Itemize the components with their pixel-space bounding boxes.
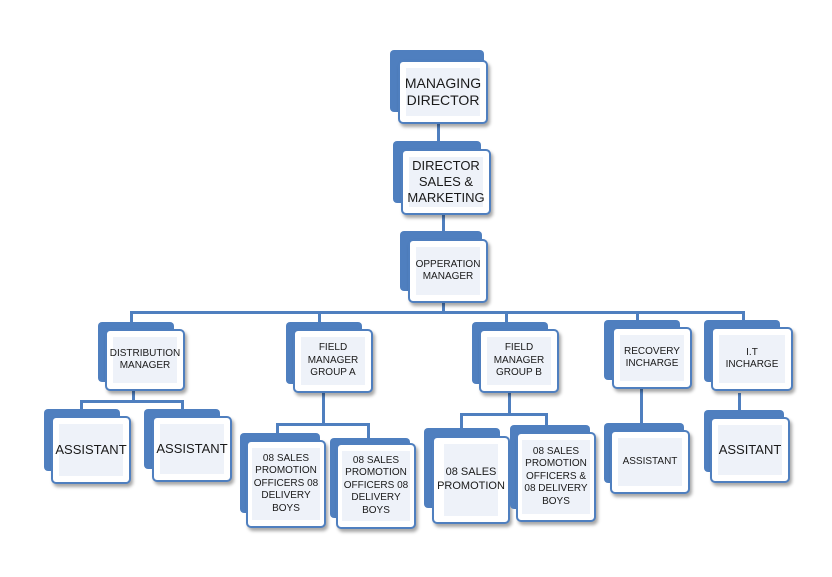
connector-line — [460, 413, 463, 430]
connector-line — [640, 388, 643, 424]
connector-line — [367, 423, 370, 439]
recovery-incharge-label: RECOVERY INCHARGE — [620, 335, 684, 381]
connector-line — [80, 400, 83, 412]
director-sales-marketing-label: DIRECTOR SALES & MARKETING — [407, 157, 485, 207]
sales-promotion-label-a1: 08 SALES PROMOTION OFFICERS 08 DELIVERY … — [252, 448, 320, 520]
connector-line — [545, 413, 548, 426]
connector-line — [738, 393, 741, 411]
connector-line — [508, 393, 511, 415]
assistant-label-2: ASSISTANT — [156, 424, 228, 474]
connector-line — [181, 400, 184, 412]
sales-promotion-label-a2: 08 SALES PROMOTION OFFICERS 08 DELIVERY … — [342, 451, 410, 521]
managing-director-label: MANAGING DIRECTOR — [405, 68, 481, 116]
connector-line — [742, 311, 745, 323]
connector-line — [130, 311, 745, 314]
it-assistant-label: ASSITANT — [718, 425, 782, 475]
operation-manager-label: OPPERATION MANAGER — [416, 247, 480, 295]
connector-line — [276, 423, 279, 435]
connector-line — [322, 393, 325, 425]
recovery-assistant-label: ASSISTANT — [618, 438, 682, 486]
distribution-manager-label: DISTRIBUTION MANAGER — [110, 337, 180, 383]
connector-line — [130, 311, 133, 324]
assistant-label-1: ASSISTANT — [55, 424, 127, 476]
connector-line — [80, 400, 184, 403]
connector-line — [132, 388, 135, 401]
it-incharge-label: I.T INCHARGE — [719, 335, 785, 383]
connector-line — [505, 311, 508, 325]
sales-promotion-label-b1: 08 SALES PROMOTION — [437, 444, 505, 516]
connector-line — [636, 311, 639, 323]
connector-line — [442, 212, 445, 236]
sales-promotion-label-b2: 08 SALES PROMOTION OFFICERS & 08 DELIVER… — [522, 440, 590, 514]
connector-line — [460, 413, 548, 416]
connector-line — [276, 423, 370, 426]
connector-line — [318, 311, 321, 325]
field-manager-group-b-label: FIELD MANAGER GROUP B — [487, 337, 551, 385]
field-manager-group-a-label: FIELD MANAGER GROUP A — [301, 337, 365, 385]
connector-line — [442, 300, 445, 314]
connector-line — [437, 120, 440, 146]
